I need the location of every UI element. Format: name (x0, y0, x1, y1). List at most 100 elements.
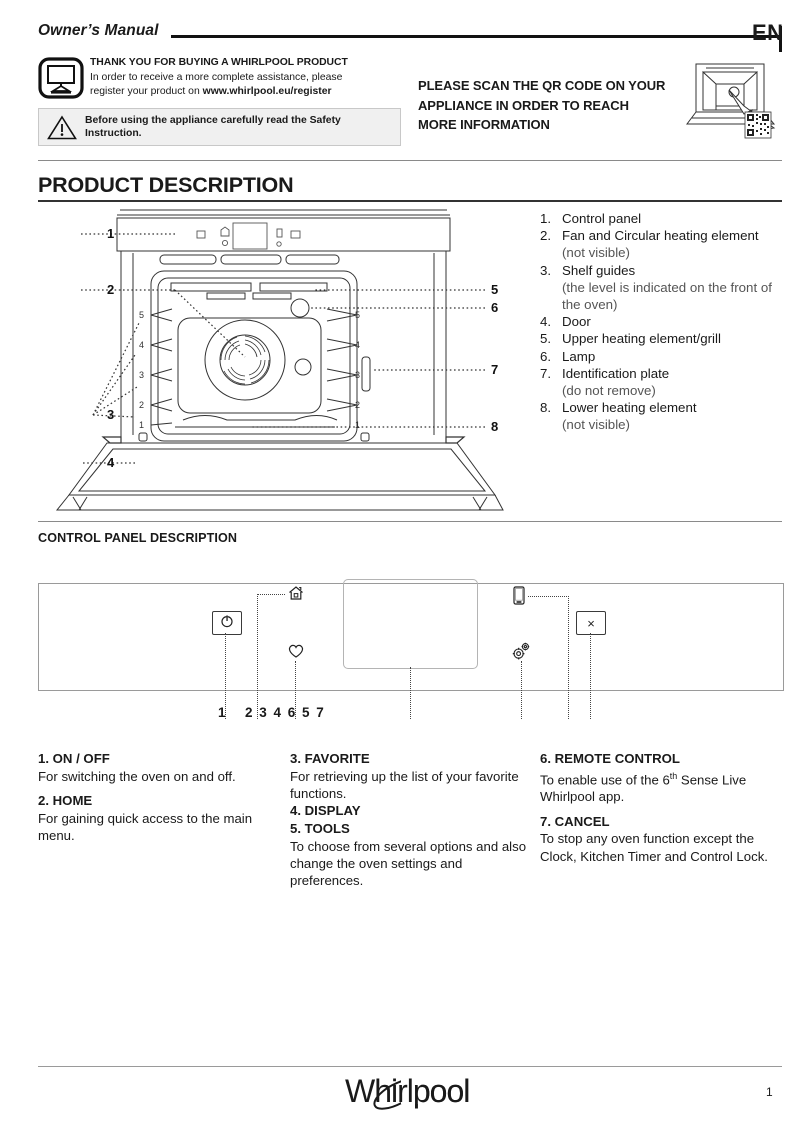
control-panel-description-heading: CONTROL PANEL DESCRIPTION (38, 531, 238, 545)
svg-text:5: 5 (355, 310, 360, 320)
control-panel-section-rule (38, 521, 782, 522)
leader-line-home-horizontal (257, 594, 285, 595)
legend-subtext: (do not remove) (562, 383, 656, 399)
product-description-heading: PRODUCT DESCRIPTION (38, 173, 294, 197)
product-description-underline (38, 200, 782, 202)
legend-number: 5. (540, 331, 552, 347)
warning-triangle-icon (47, 115, 77, 140)
legend-label: Lamp (562, 348, 596, 364)
header-divider (171, 35, 782, 38)
leader-line-remote (568, 596, 569, 719)
desc-body: For switching the oven on and off. (38, 768, 236, 784)
list-item: 3. Shelf guides (the level is indicated … (540, 262, 790, 314)
svg-text:6: 6 (491, 300, 498, 315)
section-top-rule (38, 160, 782, 161)
gears-icon[interactable] (511, 642, 531, 661)
thank-you-body: In order to receive a more complete assi… (90, 71, 390, 98)
desc-body-prefix: To enable use of the 6 (540, 771, 670, 787)
footer-divider (38, 1066, 782, 1067)
desc-heading: 4. DISPLAY (290, 803, 361, 819)
svg-text:3: 3 (139, 370, 144, 380)
list-item: 4. Door (540, 313, 790, 330)
legend-label: Door (562, 314, 591, 330)
legend-number: 6. (540, 348, 552, 364)
page-header: Owner’s Manual (38, 22, 782, 52)
leader-line-favorite (295, 661, 296, 719)
desc-heading: 7. CANCEL (540, 813, 610, 829)
svg-text:3: 3 (355, 370, 360, 380)
legend-label: Fan and Circular heating element (562, 228, 759, 244)
desc-heading: 6. REMOTE CONTROL (540, 751, 680, 766)
ordinal-suffix: th (669, 770, 678, 781)
leader-line-onoff (225, 633, 226, 719)
list-item: 1. Control panel (540, 210, 790, 227)
list-item: 7. Identification plate (do not remove) (540, 365, 790, 399)
leader-line-cancel (590, 633, 591, 719)
desc-body: For gaining quick access to the main men… (38, 810, 253, 843)
onoff-button[interactable] (212, 611, 242, 635)
oven-with-qr-code-illustration (682, 62, 782, 142)
control-panel-illustration (38, 583, 784, 691)
svg-text:4: 4 (355, 340, 360, 350)
thank-you-line2-prefix: register your product on (90, 85, 203, 97)
legend-label: Control panel (562, 211, 642, 226)
desc-heading: 5. TOOLS (290, 821, 350, 836)
svg-text:1: 1 (139, 420, 144, 430)
list-item: 6. Lamp (540, 348, 790, 365)
desc-body: To stop any oven function except the Clo… (540, 831, 768, 864)
thank-you-block: THANK YOU FOR BUYING A WHIRLPOOL PRODUCT… (90, 56, 390, 98)
register-url[interactable]: www.whirlpool.eu/register (202, 85, 332, 97)
legend-subtext: (not visible) (562, 245, 630, 261)
svg-text:1: 1 (355, 420, 360, 430)
svg-text:4: 4 (139, 340, 144, 350)
list-item: 5. Upper heating element/grill (540, 330, 790, 347)
home-icon[interactable] (287, 584, 305, 602)
description-column-2: 3. FAVORITE For retrieving up the list o… (290, 750, 528, 890)
desc-body-remote: To enable use of the 6th Sense Live Whir… (540, 768, 785, 806)
cancel-button[interactable]: × (576, 611, 606, 635)
desc-heading: 1. ON / OFF (38, 751, 110, 766)
display-screen[interactable] (343, 579, 478, 669)
desc-body-suffix: Sense Live Whirlpool app. (540, 771, 747, 805)
desc-body: For retrieving up the list of your favor… (290, 768, 519, 801)
smartphone-icon[interactable] (513, 586, 525, 605)
svg-text:4: 4 (107, 455, 115, 470)
svg-text:2: 2 (107, 282, 114, 297)
legend-number: 3. (540, 262, 552, 278)
leader-line-remote-horizontal (528, 596, 569, 597)
svg-text:5: 5 (491, 282, 498, 297)
whirlpool-logo: Whirlpool Whirlpool (345, 1072, 477, 1116)
legend-label: Shelf guides (562, 262, 636, 278)
control-panel-callout-1: 1 (218, 705, 226, 720)
list-item: 8. Lower heating element (not visible) (540, 399, 790, 433)
desc-heading: 2. HOME (38, 793, 93, 808)
legend-number: 4. (540, 314, 552, 330)
legend-subtext: (not visible) (562, 417, 630, 433)
legend-number: 2. (540, 228, 552, 244)
thank-you-title: THANK YOU FOR BUYING A WHIRLPOOL PRODUCT (90, 57, 348, 68)
legend-label: Lower heating element (562, 400, 697, 416)
product-legend-list: 1. Control panel 2. Fan and Circular hea… (540, 210, 790, 434)
legend-number: 7. (540, 365, 552, 381)
svg-text:7: 7 (491, 362, 498, 377)
svg-text:8: 8 (491, 419, 498, 434)
safety-notice-text: Before using the appliance carefully rea… (85, 115, 341, 140)
legend-label: Upper heating element/grill (562, 331, 721, 347)
page-title: Owner’s Manual (38, 22, 159, 39)
desc-heading: 3. FAVORITE (290, 751, 370, 766)
close-x-icon: × (587, 615, 595, 631)
leader-line-home (257, 594, 258, 719)
svg-text:5: 5 (139, 310, 144, 320)
control-panel-callout-group: 2 3 4 6 5 7 (245, 705, 326, 720)
heart-icon[interactable] (287, 642, 305, 659)
svg-text:1: 1 (107, 226, 114, 241)
header-divider-end-tick (779, 26, 782, 52)
page-number: 1 (766, 1085, 773, 1099)
safety-notice-box: Before using the appliance carefully rea… (38, 108, 401, 146)
list-item: 2. Fan and Circular heating element (not… (540, 227, 790, 261)
description-column-3: 6. REMOTE CONTROL To enable use of the 6… (540, 750, 785, 865)
qr-notice-text: PLEASE SCAN THE QR CODE ON YOUR APPLIANC… (418, 78, 666, 132)
monitor-icon (38, 57, 84, 99)
